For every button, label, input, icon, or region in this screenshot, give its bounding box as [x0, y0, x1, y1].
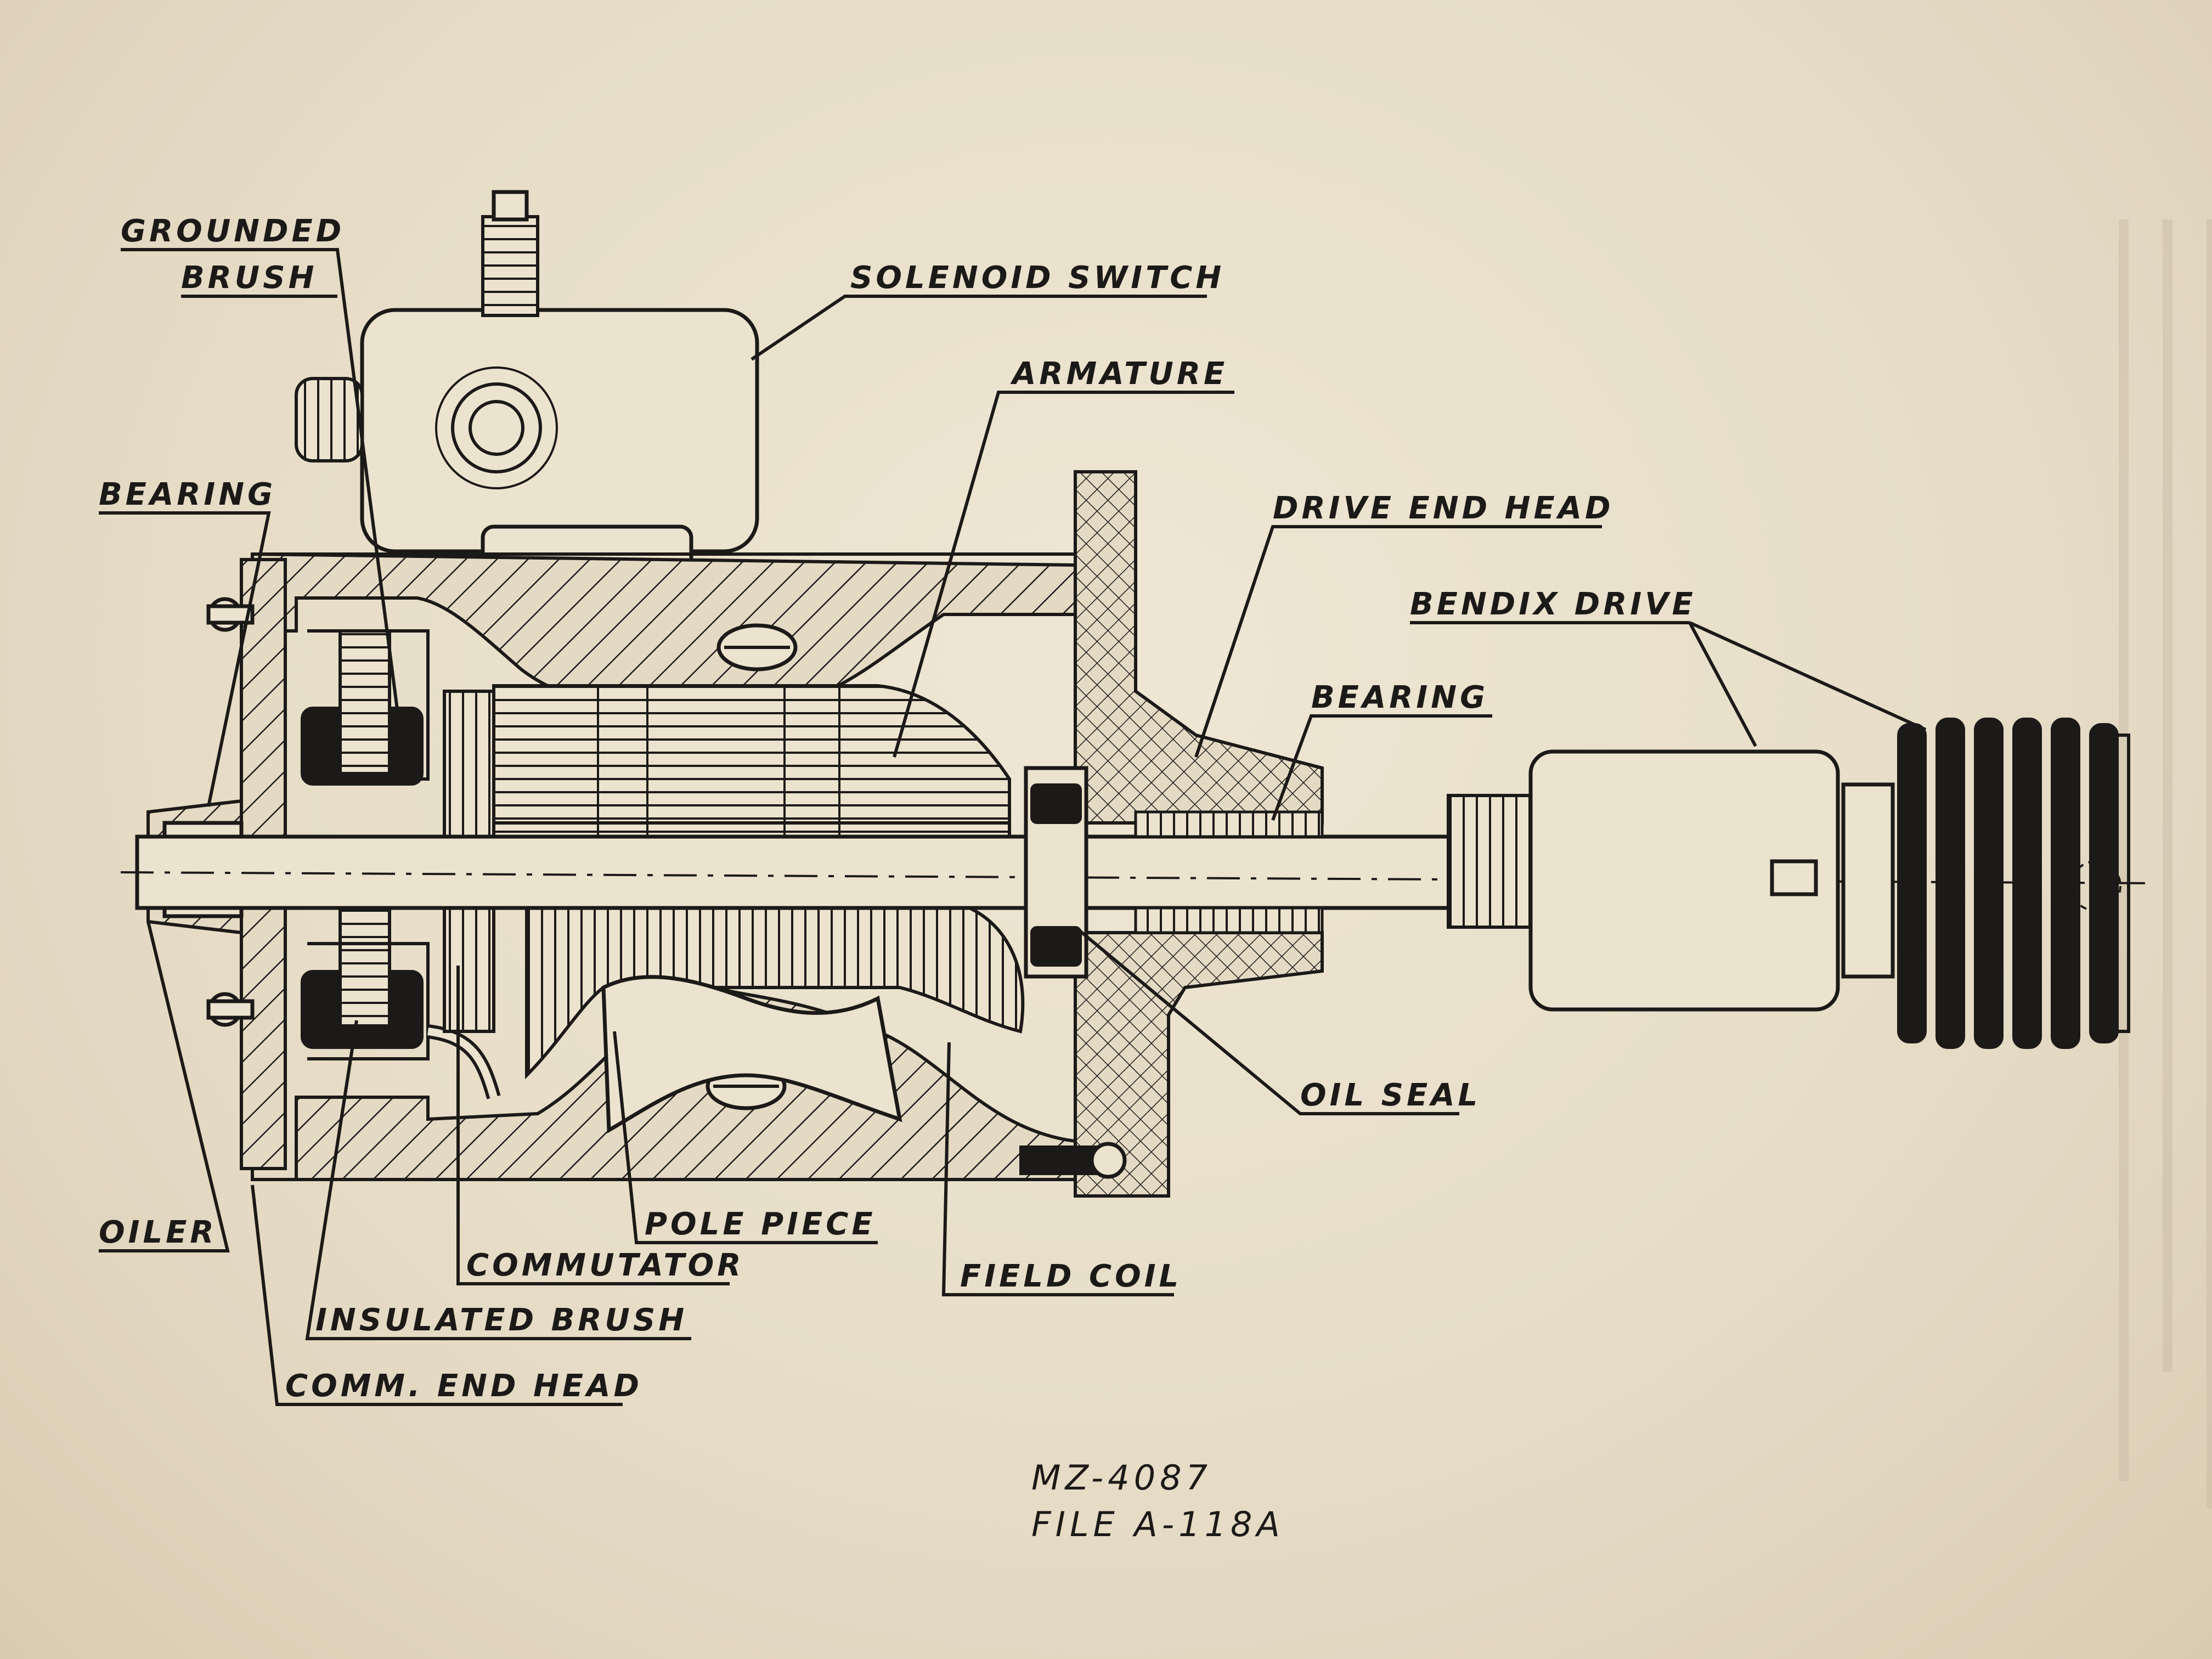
part-labels: GROUNDED BRUSH SOLENOID SWITCH ARMATURE … [99, 213, 1696, 1404]
label-pole-piece: POLE PIECE [645, 1206, 876, 1242]
label-armature: ARMATURE [1010, 356, 1228, 392]
label-field-coil: FIELD COIL [960, 1259, 1182, 1294]
armature-shaft [120, 834, 2157, 910]
field-coil-drawing [525, 898, 1025, 1133]
label-solenoid-switch: SOLENOID SWITCH [850, 260, 1224, 296]
label-insulated-brush: INSULATED BRUSH [315, 1302, 687, 1338]
label-bearing-right: BEARING [1311, 680, 1488, 715]
drive-end-head-drawing [1019, 470, 1324, 1198]
bendix-spring [1897, 718, 2130, 1049]
label-grounded-brush-line1: GROUNDED [121, 213, 345, 249]
file-number: FILE A-118A [1031, 1504, 1284, 1544]
solenoid-switch-drawing [295, 190, 759, 611]
drawing-number: MZ-4087 [1031, 1458, 1212, 1498]
label-oiler: OILER [99, 1215, 217, 1250]
label-commutator: COMMUTATOR [466, 1248, 744, 1283]
reference-block: MZ-4087 FILE A-118A [1031, 1458, 1284, 1544]
label-comm-end-head: COMM. END HEAD [285, 1368, 642, 1404]
label-drive-end-head: DRIVE END HEAD [1273, 490, 1614, 526]
label-bendix-drive: BENDIX DRIVE [1410, 586, 1696, 622]
bleed-through-text [2119, 219, 2212, 1509]
leader-lines [99, 248, 1927, 1406]
label-grounded-brush-line2: BRUSH [181, 260, 317, 296]
bendix-drive-drawing [1447, 718, 2130, 1049]
label-bearing-left: BEARING [99, 477, 276, 512]
label-oil-seal: OIL SEAL [1300, 1077, 1481, 1113]
